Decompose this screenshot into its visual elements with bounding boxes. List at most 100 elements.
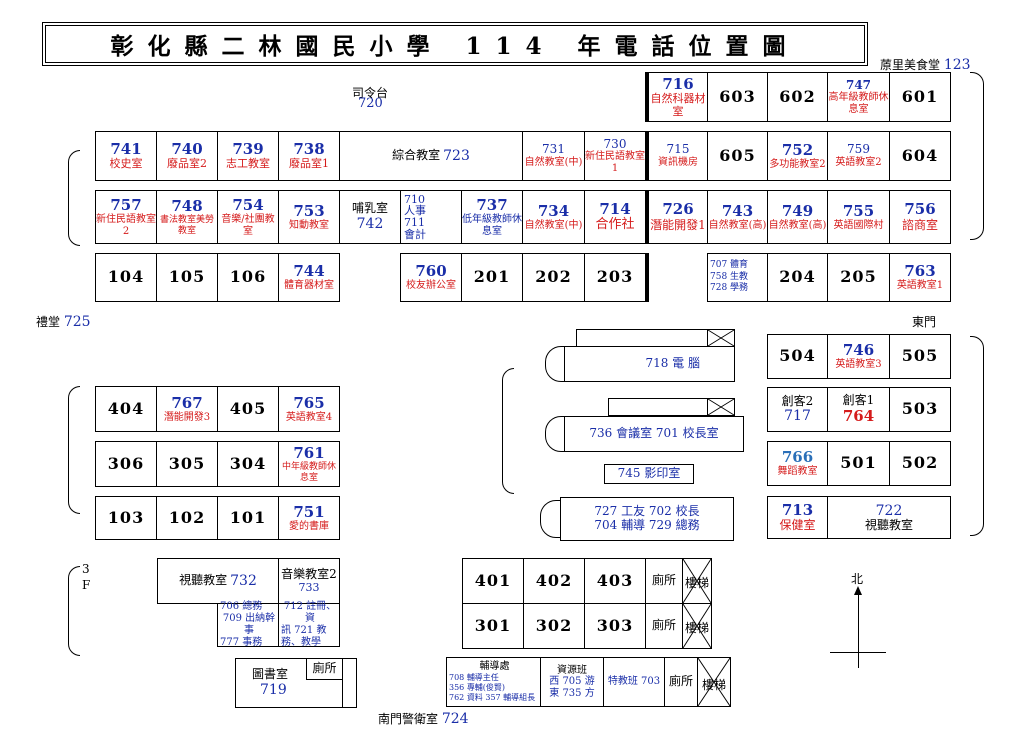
meeting-annex: [608, 398, 708, 416]
room-301: 301: [462, 603, 524, 649]
compass-horizontal: [830, 652, 886, 653]
stairs-3f: 樓梯: [682, 603, 712, 649]
room-304: 304: [217, 441, 279, 487]
center-bracket: [502, 368, 514, 494]
page-title: 彰化縣二林國民小學 114 年電話位置圖: [42, 22, 868, 66]
library-wall: [342, 678, 357, 708]
dongmen-label: 東門: [912, 315, 937, 329]
room-resource: 資源班西 705 游東 735 方: [540, 657, 604, 707]
room-101: 101: [217, 496, 279, 540]
room-106: 106: [217, 253, 279, 302]
wall-divider: [645, 72, 649, 122]
compass-vertical: [858, 592, 859, 668]
siling-label: 司令台: [352, 86, 389, 100]
toilet-4f: 廁所: [645, 558, 683, 604]
litang-label: 禮堂 725: [36, 314, 91, 330]
room-602: 602: [767, 72, 828, 122]
floor3-bracket: [68, 566, 80, 656]
wall-divider: [645, 131, 649, 181]
room-603: 603: [707, 72, 768, 122]
room-205: 205: [827, 253, 890, 302]
east-bracket: [970, 336, 984, 536]
room-405: 405: [217, 386, 279, 432]
toilet-1f: 廁所: [664, 657, 698, 707]
room-501: 501: [827, 441, 890, 486]
room-505: 505: [889, 334, 951, 379]
room-403: 403: [584, 558, 646, 604]
room-402: 402: [523, 558, 585, 604]
room-203: 203: [584, 253, 646, 302]
room-105: 105: [156, 253, 218, 302]
room-202: 202: [522, 253, 585, 302]
toilet-3f: 廁所: [645, 603, 683, 649]
room-712-721: 712 註冊、資訊 721 教務、教學: [278, 601, 340, 648]
room-504: 504: [767, 334, 828, 379]
room-201: 201: [461, 253, 523, 302]
north-label: 北: [851, 572, 864, 586]
room-503: 503: [889, 387, 951, 432]
room-404: 404: [95, 386, 157, 432]
room-502: 502: [889, 441, 951, 486]
left-bracket-top: [68, 150, 80, 246]
room-601: 601: [889, 72, 951, 122]
siling-number: 720: [358, 96, 383, 111]
computer-annex: [576, 329, 708, 347]
stairs-4f: 樓梯: [682, 558, 712, 604]
room-736-701: 736 會議室 701 校長室: [564, 416, 744, 452]
stairs-1f: 樓梯: [697, 657, 731, 707]
room-303: 303: [584, 603, 646, 649]
floor3-label: 3: [82, 562, 90, 576]
floor3-f-label: F: [82, 578, 91, 592]
room-745: 745 影印室: [604, 464, 694, 484]
north-arrow-icon: [854, 586, 862, 595]
room-102: 102: [156, 496, 218, 540]
room-401: 401: [462, 558, 524, 604]
room-306: 306: [95, 441, 157, 487]
wanli-label: 蒝里美食堂 123: [880, 57, 971, 73]
wall-divider: [645, 190, 649, 244]
room-103: 103: [95, 496, 157, 540]
room-604: 604: [889, 131, 951, 181]
room-703: 特教班 703: [603, 657, 665, 707]
room-718: 718 電 腦: [564, 346, 735, 382]
room-104: 104: [95, 253, 157, 302]
stairs-cross: [707, 329, 735, 347]
west-bracket: [68, 386, 80, 514]
